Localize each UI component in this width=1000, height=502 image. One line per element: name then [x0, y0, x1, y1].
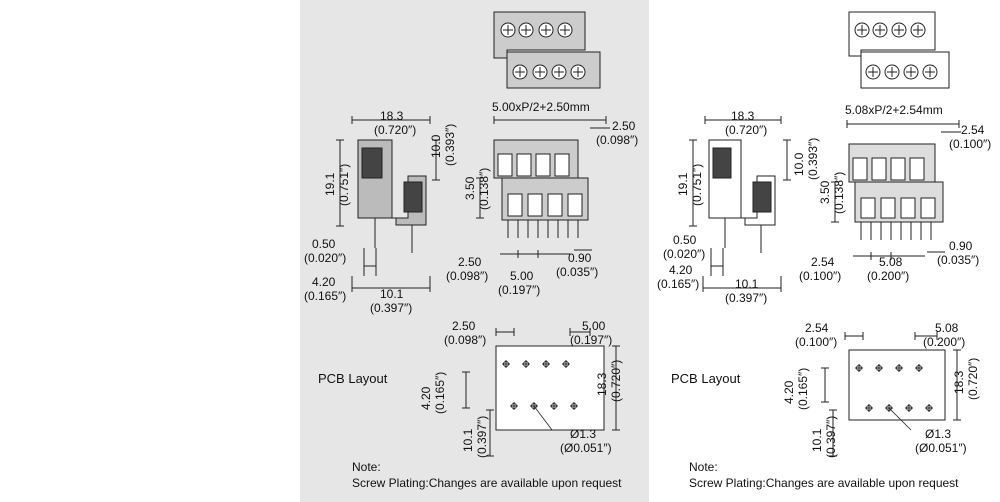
right-3d-view: [848, 11, 950, 89]
right-dim-090-in: (0.035″): [937, 253, 980, 267]
right-pitch-formula: 5.08xP/2+2.54mm: [845, 103, 943, 117]
left-pitch-formula: 5.00xP/2+2.50mm: [492, 100, 590, 114]
left-dim-height35: 3.50: [463, 176, 477, 200]
left-dim-height35-in: (0.138″): [477, 167, 491, 210]
right-dim-height10: 10.0: [792, 152, 806, 176]
left-note-text: Screw Plating:Changes are available upon…: [352, 476, 622, 490]
left-dim-050: 0.50: [312, 237, 336, 251]
left-dim-height19-in: (0.751″): [337, 163, 351, 206]
right-pcb-183-in: (0.720″): [966, 357, 980, 400]
right-dim-height35: 3.50: [818, 180, 832, 204]
right-pcb-254: 2.54: [805, 321, 829, 335]
right-pcb-hole: Ø1.3: [925, 427, 952, 441]
right-pcb-view: [821, 332, 961, 457]
right-dim-height19: 19.1: [676, 172, 690, 196]
right-dim-420: 4.20: [669, 263, 693, 277]
left-dim-width-in: (0.720″): [374, 123, 417, 137]
right-pcb-hole-in: (Ø0.051″): [915, 441, 967, 455]
left-dim-top-offset-in: (0.098″): [596, 133, 639, 147]
right-pcb-508: 5.08: [935, 321, 959, 335]
left-3d-view: [493, 11, 601, 89]
right-dim-height19-in: (0.751″): [690, 163, 704, 206]
right-drawing-panel: 5.08xP/2+2.54mm 18.3 (0.720″) 10.0 (0.39…: [649, 0, 1000, 502]
right-dim-101-in: (0.397″): [725, 291, 768, 305]
right-pcb-title: PCB Layout: [671, 371, 741, 386]
right-dim-050: 0.50: [673, 233, 697, 247]
left-pcb-420-in: (0.165″): [433, 371, 447, 414]
left-pcb-183: 18.3: [595, 372, 609, 396]
right-pcb-254-in: (0.100″): [795, 335, 838, 349]
right-front-view: [831, 120, 961, 260]
right-dim-508: 5.08: [879, 255, 903, 269]
left-pcb-250-in: (0.098″): [444, 333, 487, 347]
left-dim-500-in: (0.197″): [498, 283, 541, 297]
left-front-view: [476, 116, 610, 258]
left-pcb-250: 2.50: [452, 319, 476, 333]
left-dim-101-in: (0.397″): [370, 301, 413, 315]
left-dim-090: 0.90: [568, 251, 592, 265]
left-dim-090-in: (0.035″): [556, 265, 599, 279]
right-note-text: Screw Plating:Changes are available upon…: [689, 476, 959, 490]
right-dim-top-offset-in: (0.100″): [949, 137, 992, 151]
right-pcb-508-in: (0.200″): [923, 335, 966, 349]
left-pcb-500: 5.00: [582, 319, 606, 333]
left-dim-width: 18.3: [380, 109, 404, 123]
right-pcb-420-in: (0.165″): [796, 367, 810, 410]
right-dim-254-in: (0.100″): [799, 269, 842, 283]
left-pcb-420: 4.20: [419, 386, 433, 410]
right-dim-050-in: (0.020″): [663, 247, 706, 261]
right-dim-top-offset: 2.54: [961, 123, 985, 137]
left-note-title: Note:: [352, 460, 381, 474]
right-dim-width-in: (0.720″): [725, 123, 768, 137]
right-dim-width: 18.3: [731, 109, 755, 123]
left-pcb-title: PCB Layout: [318, 371, 388, 386]
left-pcb-500-in: (0.197″): [570, 333, 613, 347]
right-pcb-101-in: (0.397″): [824, 415, 838, 458]
left-dim-050-in: (0.020″): [304, 251, 347, 265]
right-pcb-420: 4.20: [782, 380, 796, 404]
left-dim-height19: 19.1: [323, 172, 337, 196]
left-pcb-101-in: (0.397″): [475, 415, 489, 458]
left-pcb-view: [462, 328, 620, 457]
right-dim-height35-in: (0.138″): [832, 171, 846, 214]
left-dim-101: 10.1: [380, 287, 404, 301]
right-note-title: Note:: [689, 460, 718, 474]
left-dim-420: 4.20: [312, 275, 336, 289]
left-dim-420-in: (0.165″): [304, 289, 347, 303]
left-dim-250: 2.50: [458, 255, 482, 269]
left-pcb-101: 10.1: [461, 428, 475, 452]
right-pcb-183: 18.3: [952, 370, 966, 394]
right-dim-508-in: (0.200″): [867, 269, 910, 283]
left-dim-500: 5.00: [510, 269, 534, 283]
left-pcb-hole-in: (Ø0.051″): [560, 441, 612, 455]
left-dim-height10-in: (0.393″): [443, 123, 457, 166]
right-dim-090: 0.90: [949, 239, 973, 253]
right-drawing-svg: [689, 11, 961, 457]
left-dim-top-offset: 2.50: [612, 119, 636, 133]
right-dim-101: 10.1: [735, 277, 759, 291]
left-dim-250-in: (0.098″): [446, 269, 489, 283]
left-side-view: [336, 116, 440, 292]
right-side-view: [689, 116, 791, 292]
right-pcb-101: 10.1: [810, 428, 824, 452]
left-pcb-hole: Ø1.3: [570, 427, 597, 441]
right-dim-420-in: (0.165″): [657, 277, 700, 291]
left-pcb-183-in: (0.720″): [609, 359, 623, 402]
right-dim-height10-in: (0.393″): [806, 137, 820, 180]
left-drawing-panel: 5.00xP/2+2.50mm 18.3 (0.720″) 10.0 (0.39…: [300, 0, 649, 502]
left-drawing-svg: [336, 11, 620, 457]
left-dim-height10: 10.0: [429, 134, 443, 158]
right-dim-254: 2.54: [811, 255, 835, 269]
